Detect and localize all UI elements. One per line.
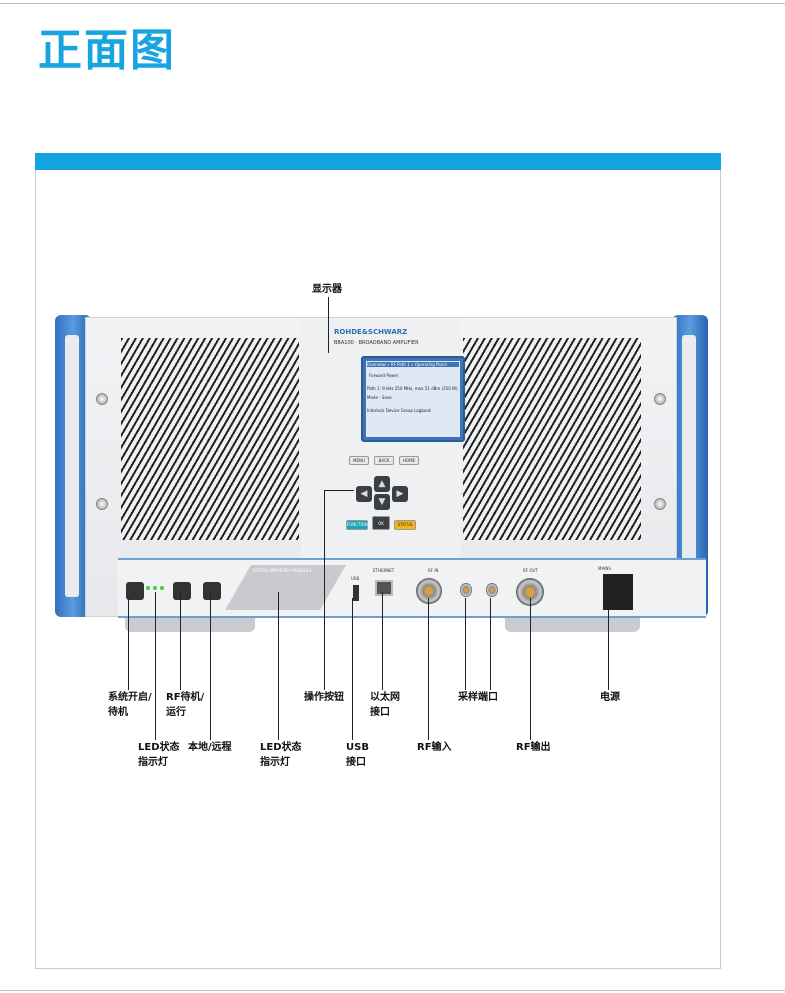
mains-label: MAINS: [598, 566, 611, 571]
callout-rf-in: RF输入: [417, 742, 452, 753]
callout-local-remote: 本地/远程: [188, 742, 232, 753]
ethernet-label: ETHERNET: [373, 568, 395, 573]
callout-ethernet: 以太网接口: [370, 692, 400, 718]
left-arrow-key: ◀: [356, 486, 372, 502]
callout-power: 系统开启/待机: [108, 692, 152, 718]
bottom-rule: [0, 990, 785, 991]
amplifier-front-panel-image: ROHDE&SCHWARZ BBA100 · BROADBAND AMPLIFI…: [55, 313, 709, 632]
rf-in-label: RF IN: [428, 568, 439, 573]
callout-rf-out: RF输出: [516, 742, 551, 753]
up-arrow-key: ▲: [374, 476, 390, 492]
callout-led-1: LED状态指示灯: [138, 742, 180, 768]
ok-key: OK: [372, 516, 390, 530]
callout-led-2: LED状态指示灯: [260, 742, 302, 768]
amp-status-label: STATUS AMPLIFIER MODULES: [253, 568, 312, 573]
callout-sample-ports: 采样端口: [458, 692, 498, 703]
display-screen: Overview » RF Path 1 » Operating Panel F…: [361, 356, 465, 442]
home-key: HOME: [399, 456, 419, 465]
bottom-connector-strip: STATUS AMPLIFIER MODULES USB ETHERNET RF…: [118, 558, 706, 618]
vent-grille-left: [121, 338, 299, 540]
page-title: 正面图: [38, 25, 176, 76]
back-key: BACK: [374, 456, 394, 465]
section-header-bar: [35, 153, 721, 170]
rf-standby-button: [173, 582, 191, 600]
top-rule: [0, 3, 785, 4]
down-arrow-key: ▼: [374, 494, 390, 510]
local-remote-button: [203, 582, 221, 600]
status-key: STATUS: [394, 520, 416, 530]
vent-grille-right: [463, 338, 641, 540]
model-label: BBA100 · BROADBAND AMPLIFIER: [334, 340, 419, 346]
right-arrow-key: ▶: [392, 486, 408, 502]
usb-label: USB: [351, 576, 360, 581]
callout-display: 显示器: [312, 284, 342, 295]
callout-rf-standby: RF待机/运行: [166, 692, 205, 718]
callout-controls: 操作按钮: [304, 692, 344, 703]
brand-logo: ROHDE&SCHWARZ: [334, 328, 408, 336]
rf-out-label: RF OUT: [523, 568, 538, 573]
power-button: [126, 582, 144, 600]
figure-frame: [35, 170, 721, 969]
callout-mains: 电源: [600, 692, 620, 703]
function-key: FUNCTION: [346, 520, 368, 530]
menu-key: MENU: [349, 456, 369, 465]
